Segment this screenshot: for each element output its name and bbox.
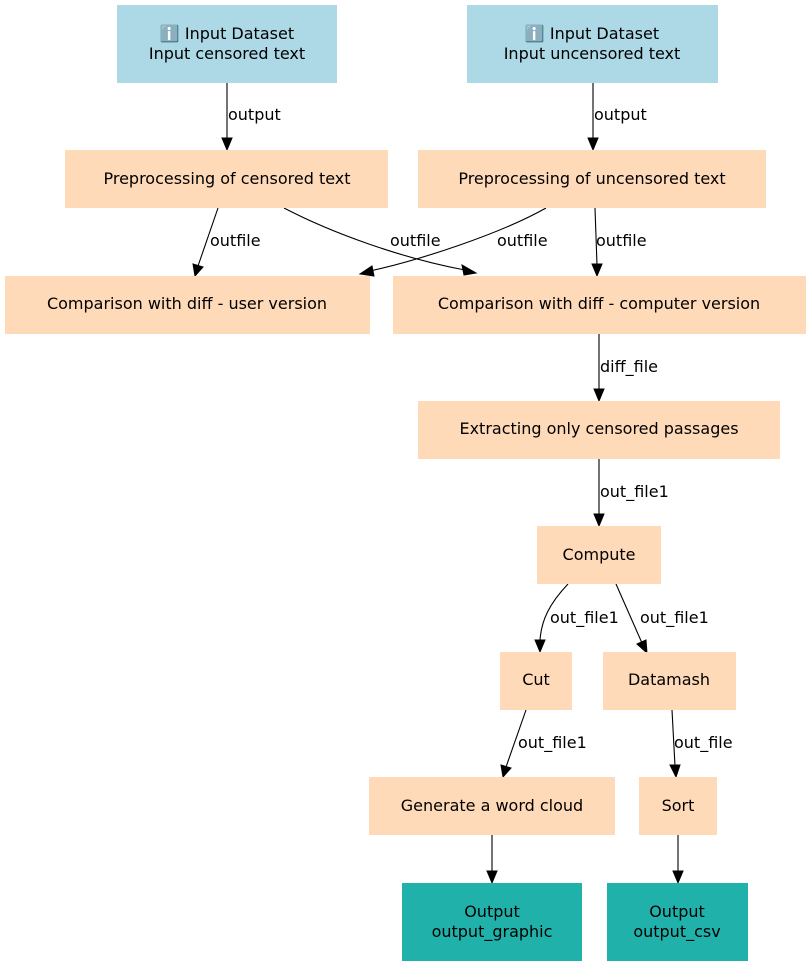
- edge-label-output: output: [228, 105, 281, 124]
- edge-pre-uncensored-to-diff-user: outfile: [358, 207, 548, 277]
- node-title: ℹ️ Input Dataset: [160, 24, 294, 43]
- node-generate-word-cloud: Generate a word cloud: [369, 777, 615, 835]
- node-title: Output: [464, 902, 520, 921]
- node-sort: Sort: [639, 777, 717, 835]
- edge-cut-to-wordcloud: out_file1: [500, 709, 587, 779]
- node-label: Comparison with diff - computer version: [438, 294, 760, 313]
- edge-label-out-file1: out_file1: [600, 482, 669, 502]
- node-title: Output: [649, 902, 705, 921]
- node-diff-user-version: Comparison with diff - user version: [5, 276, 370, 334]
- edge-pre-censored-to-diff-computer: outfile: [283, 207, 478, 276]
- node-datamash: Datamash: [603, 652, 736, 710]
- edge-label-outfile: outfile: [596, 231, 647, 250]
- edge-label-diff-file: diff_file: [600, 357, 658, 377]
- node-compute: Compute: [537, 526, 661, 584]
- node-label: Extracting only censored passages: [459, 419, 738, 438]
- edge-label-output: output: [594, 105, 647, 124]
- node-preprocessing-censored: Preprocessing of censored text: [65, 150, 388, 208]
- edge-sort-to-output-csv: [672, 835, 684, 885]
- edge-compute-to-cut: out_file1: [534, 583, 619, 654]
- node-diff-computer-version: Comparison with diff - computer version: [393, 276, 806, 334]
- node-input-uncensored-text: ℹ️ Input Dataset Input uncensored text: [467, 5, 718, 83]
- edge-compute-to-datamash: out_file1: [615, 583, 709, 655]
- edge-label-outfile: outfile: [390, 231, 441, 250]
- edge-extract-to-compute: out_file1: [593, 459, 669, 528]
- node-output-graphic: Output output_graphic: [402, 883, 582, 961]
- edge-input-uncensored-to-preprocessing: output: [587, 83, 647, 152]
- node-subtitle: Input censored text: [149, 44, 305, 63]
- edge-datamash-to-sort: out_file: [669, 709, 733, 779]
- edge-label-outfile: outfile: [210, 231, 261, 250]
- node-label: Datamash: [628, 670, 710, 689]
- node-label: Sort: [662, 796, 695, 815]
- node-title: ℹ️ Input Dataset: [525, 24, 659, 43]
- node-label: Cut: [522, 670, 550, 689]
- edge-input-censored-to-preprocessing: output: [221, 83, 281, 152]
- edge-label-outfile: outfile: [497, 231, 548, 250]
- node-label: Compute: [563, 545, 636, 564]
- edge-wordcloud-to-output-graphic: [486, 835, 498, 885]
- node-subtitle: output_csv: [633, 922, 720, 942]
- edge-pre-uncensored-to-diff-computer: outfile: [591, 207, 647, 278]
- nodes: ℹ️ Input Dataset Input censored text ℹ️ …: [5, 5, 806, 961]
- edge-pre-censored-to-diff-user: outfile: [192, 207, 261, 278]
- node-label: Comparison with diff - user version: [47, 294, 327, 313]
- edges: output output outfile outfile outfile ou…: [192, 83, 733, 885]
- node-subtitle: Input uncensored text: [504, 44, 681, 63]
- edge-diff-computer-to-extract: diff_file: [593, 334, 658, 403]
- edge-label-out-file: out_file: [674, 733, 733, 753]
- node-preprocessing-uncensored: Preprocessing of uncensored text: [418, 150, 766, 208]
- node-output-csv: Output output_csv: [607, 883, 748, 961]
- node-extract-censored-passages: Extracting only censored passages: [418, 401, 780, 459]
- edge-label-out-file1: out_file1: [640, 608, 709, 628]
- node-input-censored-text: ℹ️ Input Dataset Input censored text: [117, 5, 337, 83]
- node-label: Preprocessing of uncensored text: [458, 169, 725, 188]
- node-label: Generate a word cloud: [401, 796, 583, 815]
- node-subtitle: output_graphic: [432, 922, 553, 942]
- node-label: Preprocessing of censored text: [103, 169, 350, 188]
- edge-label-out-file1: out_file1: [518, 733, 587, 753]
- node-cut: Cut: [500, 652, 572, 710]
- edge-label-out-file1: out_file1: [550, 608, 619, 628]
